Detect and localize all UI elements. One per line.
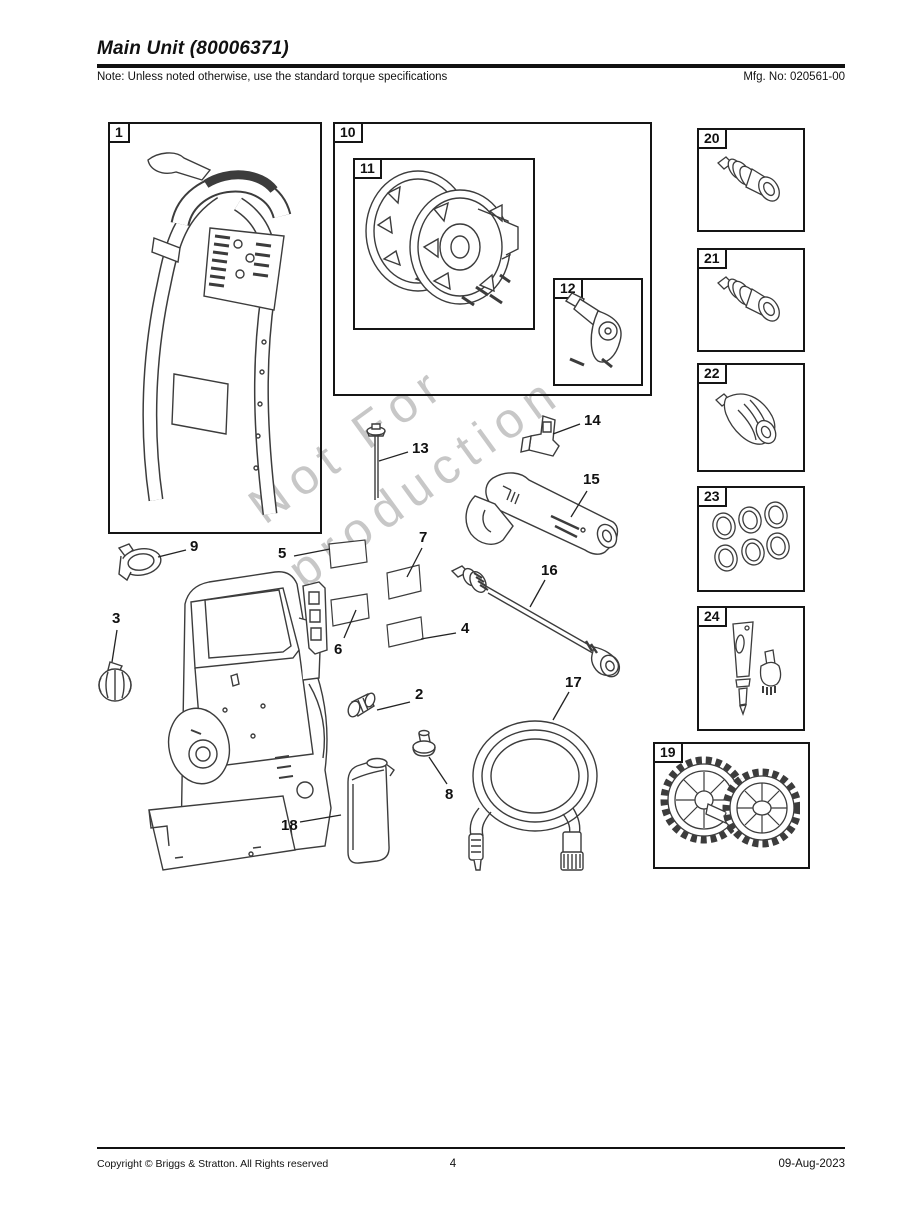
callout-box-19: 19 xyxy=(653,742,683,763)
callout-8: 8 xyxy=(445,786,454,803)
callout-box-23: 23 xyxy=(697,486,727,507)
box-part-21: 21 xyxy=(697,248,805,352)
box-part-24: 24 xyxy=(697,606,805,731)
wand-drawing xyxy=(448,563,636,681)
box-part-1: 1 xyxy=(108,122,322,534)
label-sticker-6 xyxy=(329,592,371,628)
callout-4: 4 xyxy=(461,620,470,637)
plug-fitting-drawing xyxy=(410,728,438,762)
maintenance-kit-drawing xyxy=(707,618,793,720)
callout-box-1: 1 xyxy=(108,122,130,143)
callout-box-10: 10 xyxy=(333,122,363,143)
nozzle-drawing xyxy=(710,382,790,456)
callout-box-22: 22 xyxy=(697,363,727,384)
callout-15: 15 xyxy=(583,471,600,488)
callout-7: 7 xyxy=(419,529,428,546)
callout-2: 2 xyxy=(415,686,424,703)
callout-3: 3 xyxy=(112,610,121,627)
coupling-20-drawing xyxy=(712,143,788,215)
box-part-19: 19 xyxy=(653,742,810,869)
mfg-number: Mfg. No: 020561-00 xyxy=(743,71,845,83)
callout-5: 5 xyxy=(278,545,287,562)
callout-box-20: 20 xyxy=(697,128,727,149)
callout-6: 6 xyxy=(334,641,343,658)
callout-box-11: 11 xyxy=(353,158,382,179)
footer-copyright: Copyright © Briggs & Stratton. All Right… xyxy=(97,1158,329,1170)
box-part-10: 10 xyxy=(333,122,652,396)
box-part-22: 22 xyxy=(697,363,805,472)
hose-reel-drawing xyxy=(358,163,526,321)
detergent-bottle-drawing xyxy=(340,750,396,868)
coupling-2-drawing xyxy=(344,690,378,722)
box-part-23: 23 xyxy=(697,486,805,592)
wheels-drawing xyxy=(660,750,800,858)
main-unit-body-drawing xyxy=(133,558,348,876)
swivel-fitting-drawing xyxy=(558,283,634,377)
callout-13: 13 xyxy=(412,440,429,457)
footer-date: 09-Aug-2023 xyxy=(778,1158,846,1170)
handle-frame-drawing xyxy=(118,132,308,520)
callout-box-12: 12 xyxy=(553,278,583,299)
oring-kit-drawing xyxy=(707,500,793,578)
hose-hook-drawing xyxy=(113,540,165,586)
label-sticker-5 xyxy=(327,538,369,570)
callout-box-21: 21 xyxy=(697,248,727,269)
footer-rule xyxy=(97,1147,845,1149)
box-part-20: 20 xyxy=(697,128,805,232)
label-sticker-7 xyxy=(385,563,423,601)
callout-17: 17 xyxy=(565,674,582,691)
box-part-12: 12 xyxy=(553,278,643,386)
label-sticker-4 xyxy=(385,615,425,649)
torque-note: Note: Unless noted otherwise, use the st… xyxy=(97,71,448,83)
siphon-tube-drawing xyxy=(363,422,391,504)
page-title: Main Unit (80006371) xyxy=(97,38,289,59)
coupling-21-drawing xyxy=(712,263,788,335)
callout-16: 16 xyxy=(541,562,558,579)
spray-gun-drawing xyxy=(455,470,623,572)
callout-box-24: 24 xyxy=(697,606,727,627)
callout-9: 9 xyxy=(190,538,199,555)
bracket-drawing xyxy=(517,412,561,460)
footer-page-number: 4 xyxy=(449,1158,457,1170)
callout-18: 18 xyxy=(281,817,298,834)
header-rule xyxy=(97,64,845,68)
box-part-11: 11 xyxy=(353,158,535,330)
hose-drawing xyxy=(455,708,613,873)
knob-drawing xyxy=(96,658,136,704)
callout-14: 14 xyxy=(584,412,601,429)
